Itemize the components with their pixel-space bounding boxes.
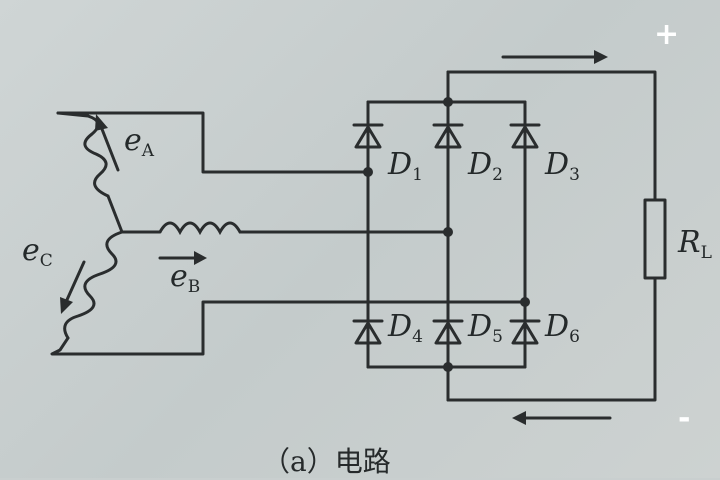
label-d1: D1 — [388, 147, 423, 185]
ea-arrowhead — [95, 114, 108, 131]
label-ea: eA — [124, 123, 155, 161]
winding-c-coil — [58, 230, 123, 351]
minus-sign: - — [678, 401, 691, 436]
winding-a-top — [56, 111, 90, 118]
ea-arrow — [98, 122, 120, 172]
label-rl: RL — [678, 225, 712, 263]
label-d2: D2 — [468, 147, 503, 185]
diode-d4 — [352, 319, 384, 345]
current-arrowhead-bottom — [512, 411, 526, 425]
junction-c — [520, 297, 530, 307]
plus-sign: + — [654, 17, 680, 52]
diode-d6 — [509, 319, 541, 345]
junction-b — [443, 227, 453, 237]
junction-a — [363, 167, 373, 177]
label-eb: eB — [170, 259, 201, 297]
diode-d2 — [432, 123, 464, 149]
winding-c-lead — [50, 300, 527, 356]
label-d5: D5 — [468, 309, 503, 347]
label-d4: D4 — [388, 309, 423, 347]
label-d6: D6 — [545, 309, 580, 347]
eb-arrowhead — [194, 251, 207, 265]
diode-d3 — [509, 123, 541, 149]
junction-bottom — [443, 362, 453, 372]
figure-caption: （a）电路 — [262, 445, 391, 478]
load-resistor — [643, 198, 667, 280]
ec-arrow — [64, 260, 86, 304]
winding-a-lead — [56, 111, 370, 174]
label-ec: eC — [22, 233, 53, 271]
junction-top — [443, 97, 453, 107]
ec-arrowhead — [60, 297, 73, 314]
negative-output — [446, 276, 657, 402]
label-d3: D3 — [545, 147, 580, 185]
winding-b-coil — [158, 221, 448, 236]
diode-d1 — [352, 123, 384, 149]
positive-output — [446, 70, 657, 202]
diode-d5 — [432, 319, 464, 345]
current-arrowhead-top — [594, 50, 608, 64]
